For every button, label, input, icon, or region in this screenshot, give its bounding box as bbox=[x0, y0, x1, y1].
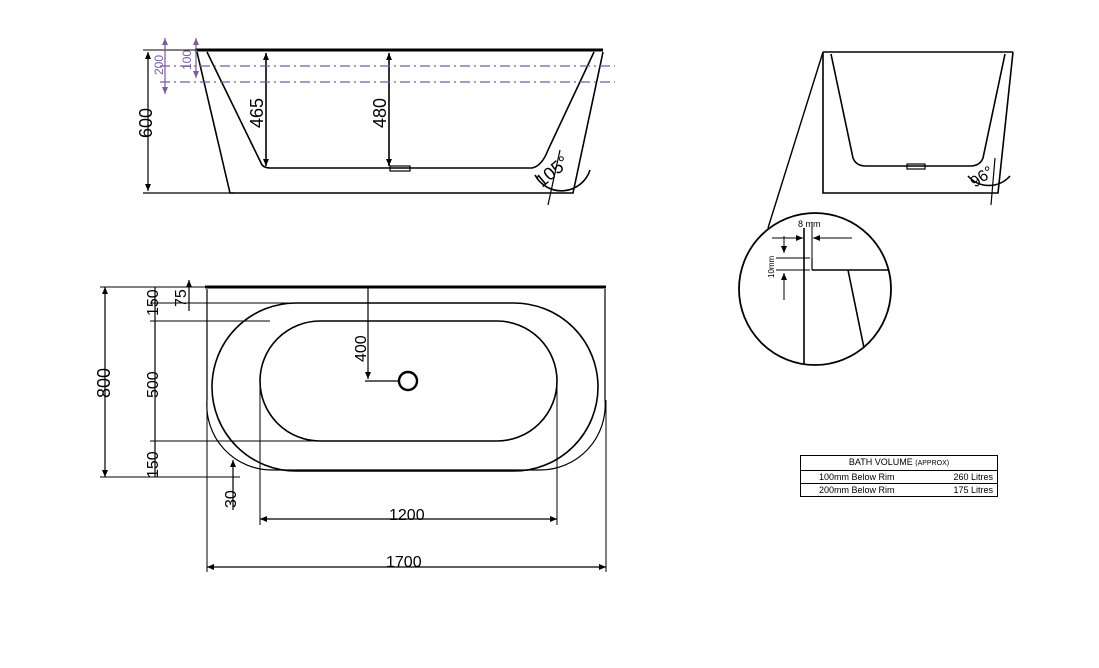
label-10mm: 10mm bbox=[767, 255, 776, 278]
label-465: 465 bbox=[247, 98, 267, 128]
label-30: 30 bbox=[223, 490, 240, 508]
detail-basin-wall bbox=[847, 269, 865, 349]
label-200: 200 bbox=[152, 55, 166, 75]
plan-view bbox=[100, 280, 607, 572]
detail-circle bbox=[738, 212, 892, 366]
plan-inner-basin bbox=[259, 320, 558, 442]
volume-title-text: BATH VOLUME bbox=[848, 457, 913, 467]
label-480: 480 bbox=[370, 98, 390, 128]
side-elevation bbox=[143, 48, 604, 206]
water-levels bbox=[160, 38, 615, 94]
label-8mm: 8 mm bbox=[798, 219, 821, 229]
volume-title-note: (APPROX) bbox=[915, 460, 950, 467]
volume-row-value: 175 Litres bbox=[932, 483, 998, 497]
label-400: 400 bbox=[353, 335, 370, 362]
angle-arc-96 bbox=[967, 175, 1011, 187]
rim-detail bbox=[738, 212, 892, 366]
end-waste bbox=[906, 163, 926, 170]
plan-waste bbox=[397, 370, 419, 392]
volume-row: 200mm Below Rim 175 Litres bbox=[799, 483, 998, 497]
plan-outer-rim bbox=[211, 302, 599, 472]
label-600: 600 bbox=[136, 108, 156, 138]
volume-row-level: 100mm Below Rim bbox=[799, 470, 933, 484]
label-150-top: 150 bbox=[145, 289, 162, 316]
bath-volume-table: BATH VOLUME (APPROX) 100mm Below Rim 260… bbox=[799, 455, 998, 497]
end-inner-basin bbox=[830, 53, 1006, 167]
label-75: 75 bbox=[173, 289, 190, 307]
end-outer-shell bbox=[822, 51, 1014, 194]
plan-outer-profile bbox=[206, 289, 606, 471]
angle-arc-105 bbox=[534, 169, 591, 192]
volume-row-level: 200mm Below Rim bbox=[799, 483, 933, 497]
side-inner-basin bbox=[206, 51, 595, 169]
side-waste bbox=[389, 165, 411, 172]
label-1700: 1700 bbox=[386, 554, 422, 571]
detail-leader-line bbox=[767, 51, 824, 229]
angle-leg-96 bbox=[990, 157, 996, 206]
angle-leg-105 bbox=[547, 149, 561, 206]
label-800: 800 bbox=[94, 368, 114, 398]
volume-table-title: BATH VOLUME (APPROX) bbox=[800, 455, 998, 471]
volume-row-value: 260 Litres bbox=[932, 470, 998, 484]
label-500: 500 bbox=[145, 371, 162, 398]
label-150-bottom: 150 bbox=[145, 451, 162, 478]
side-outer-shell bbox=[196, 51, 604, 194]
label-1200: 1200 bbox=[389, 507, 425, 524]
label-100: 100 bbox=[180, 50, 194, 70]
end-elevation bbox=[767, 51, 1014, 229]
volume-row: 100mm Below Rim 260 Litres bbox=[799, 470, 998, 484]
